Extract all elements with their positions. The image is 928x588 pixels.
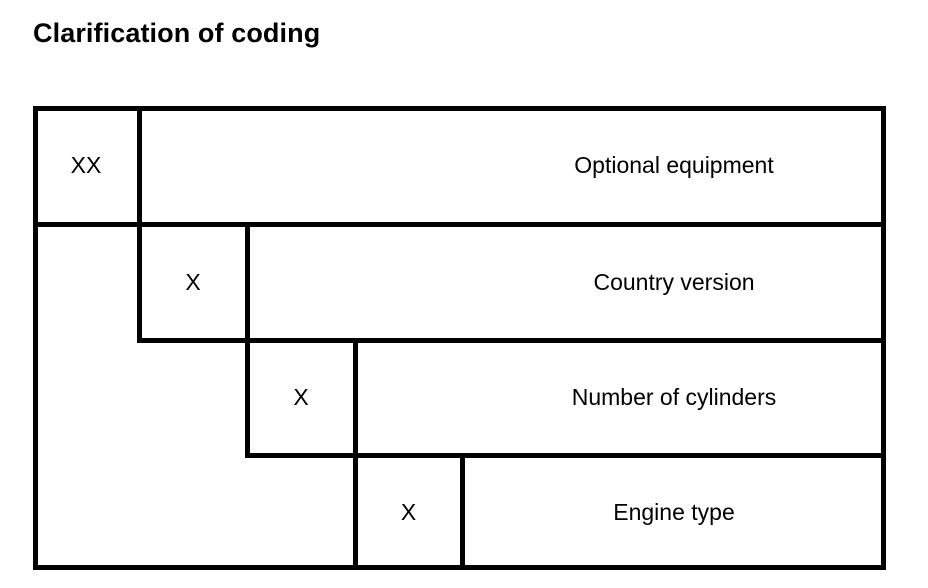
code-cell-country-version: X (185, 268, 201, 295)
code-cell-engine-type: X (400, 499, 417, 525)
label-country-version: Country version (593, 268, 755, 295)
label-optional-equipment: Optional equipment (574, 151, 774, 178)
code-cell-optional-equipment: XX (70, 151, 102, 178)
label-engine-type: Engine type (613, 499, 735, 525)
page-title: Clarification of coding (33, 18, 321, 48)
code-cell-number-of-cylinders: X (293, 384, 309, 410)
label-number-of-cylinders: Number of cylinders (571, 384, 777, 410)
